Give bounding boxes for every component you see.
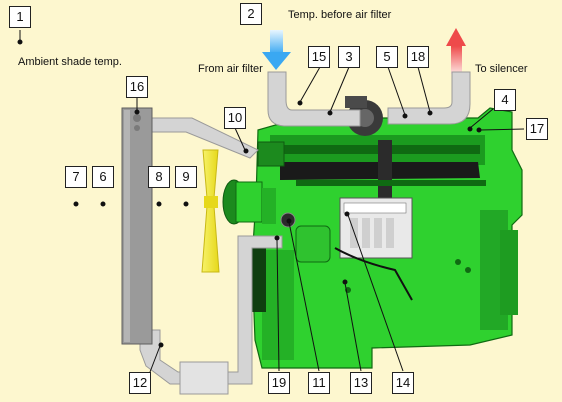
exhaust-arrow-icon xyxy=(446,28,466,74)
ambient-temp-label: Ambient shade temp. xyxy=(18,56,122,68)
callout-19: 19 xyxy=(268,372,290,394)
callout-17: 17 xyxy=(526,118,548,140)
callout-12: 12 xyxy=(129,372,151,394)
leader-lines xyxy=(17,30,525,373)
callout-11: 11 xyxy=(308,372,330,394)
callout-7: 7 xyxy=(65,166,87,188)
to-silencer-label: To silencer xyxy=(475,63,528,75)
exhaust-pipe xyxy=(387,71,471,125)
callout-6: 6 xyxy=(92,166,114,188)
expansion-tank xyxy=(179,361,229,395)
callout-14: 14 xyxy=(392,372,414,394)
callout-8: 8 xyxy=(148,166,170,188)
callout-2: 2 xyxy=(240,3,262,25)
callout-5: 5 xyxy=(376,46,398,68)
injection-pump xyxy=(334,197,413,301)
callout-10: 10 xyxy=(224,107,246,129)
temp-before-filter-label: Temp. before air filter xyxy=(288,9,392,21)
callout-16: 16 xyxy=(126,76,148,98)
callout-13: 13 xyxy=(350,372,372,394)
callout-18: 18 xyxy=(407,46,429,68)
callout-1: 1 xyxy=(9,6,31,28)
thermostat-housing xyxy=(257,141,285,167)
callout-4: 4 xyxy=(494,89,516,111)
radiator xyxy=(121,107,153,345)
callout-15: 15 xyxy=(308,46,330,68)
water-pump xyxy=(222,179,276,225)
oil-filter xyxy=(295,225,331,263)
callout-9: 9 xyxy=(175,166,197,188)
lower-coolant-pipe xyxy=(139,235,283,385)
from-air-filter-label: From air filter xyxy=(198,63,263,75)
cooling-fan xyxy=(201,149,220,273)
callout-3: 3 xyxy=(338,46,360,68)
intake-arrow-icon xyxy=(262,30,291,70)
intake-pipe xyxy=(267,71,361,127)
